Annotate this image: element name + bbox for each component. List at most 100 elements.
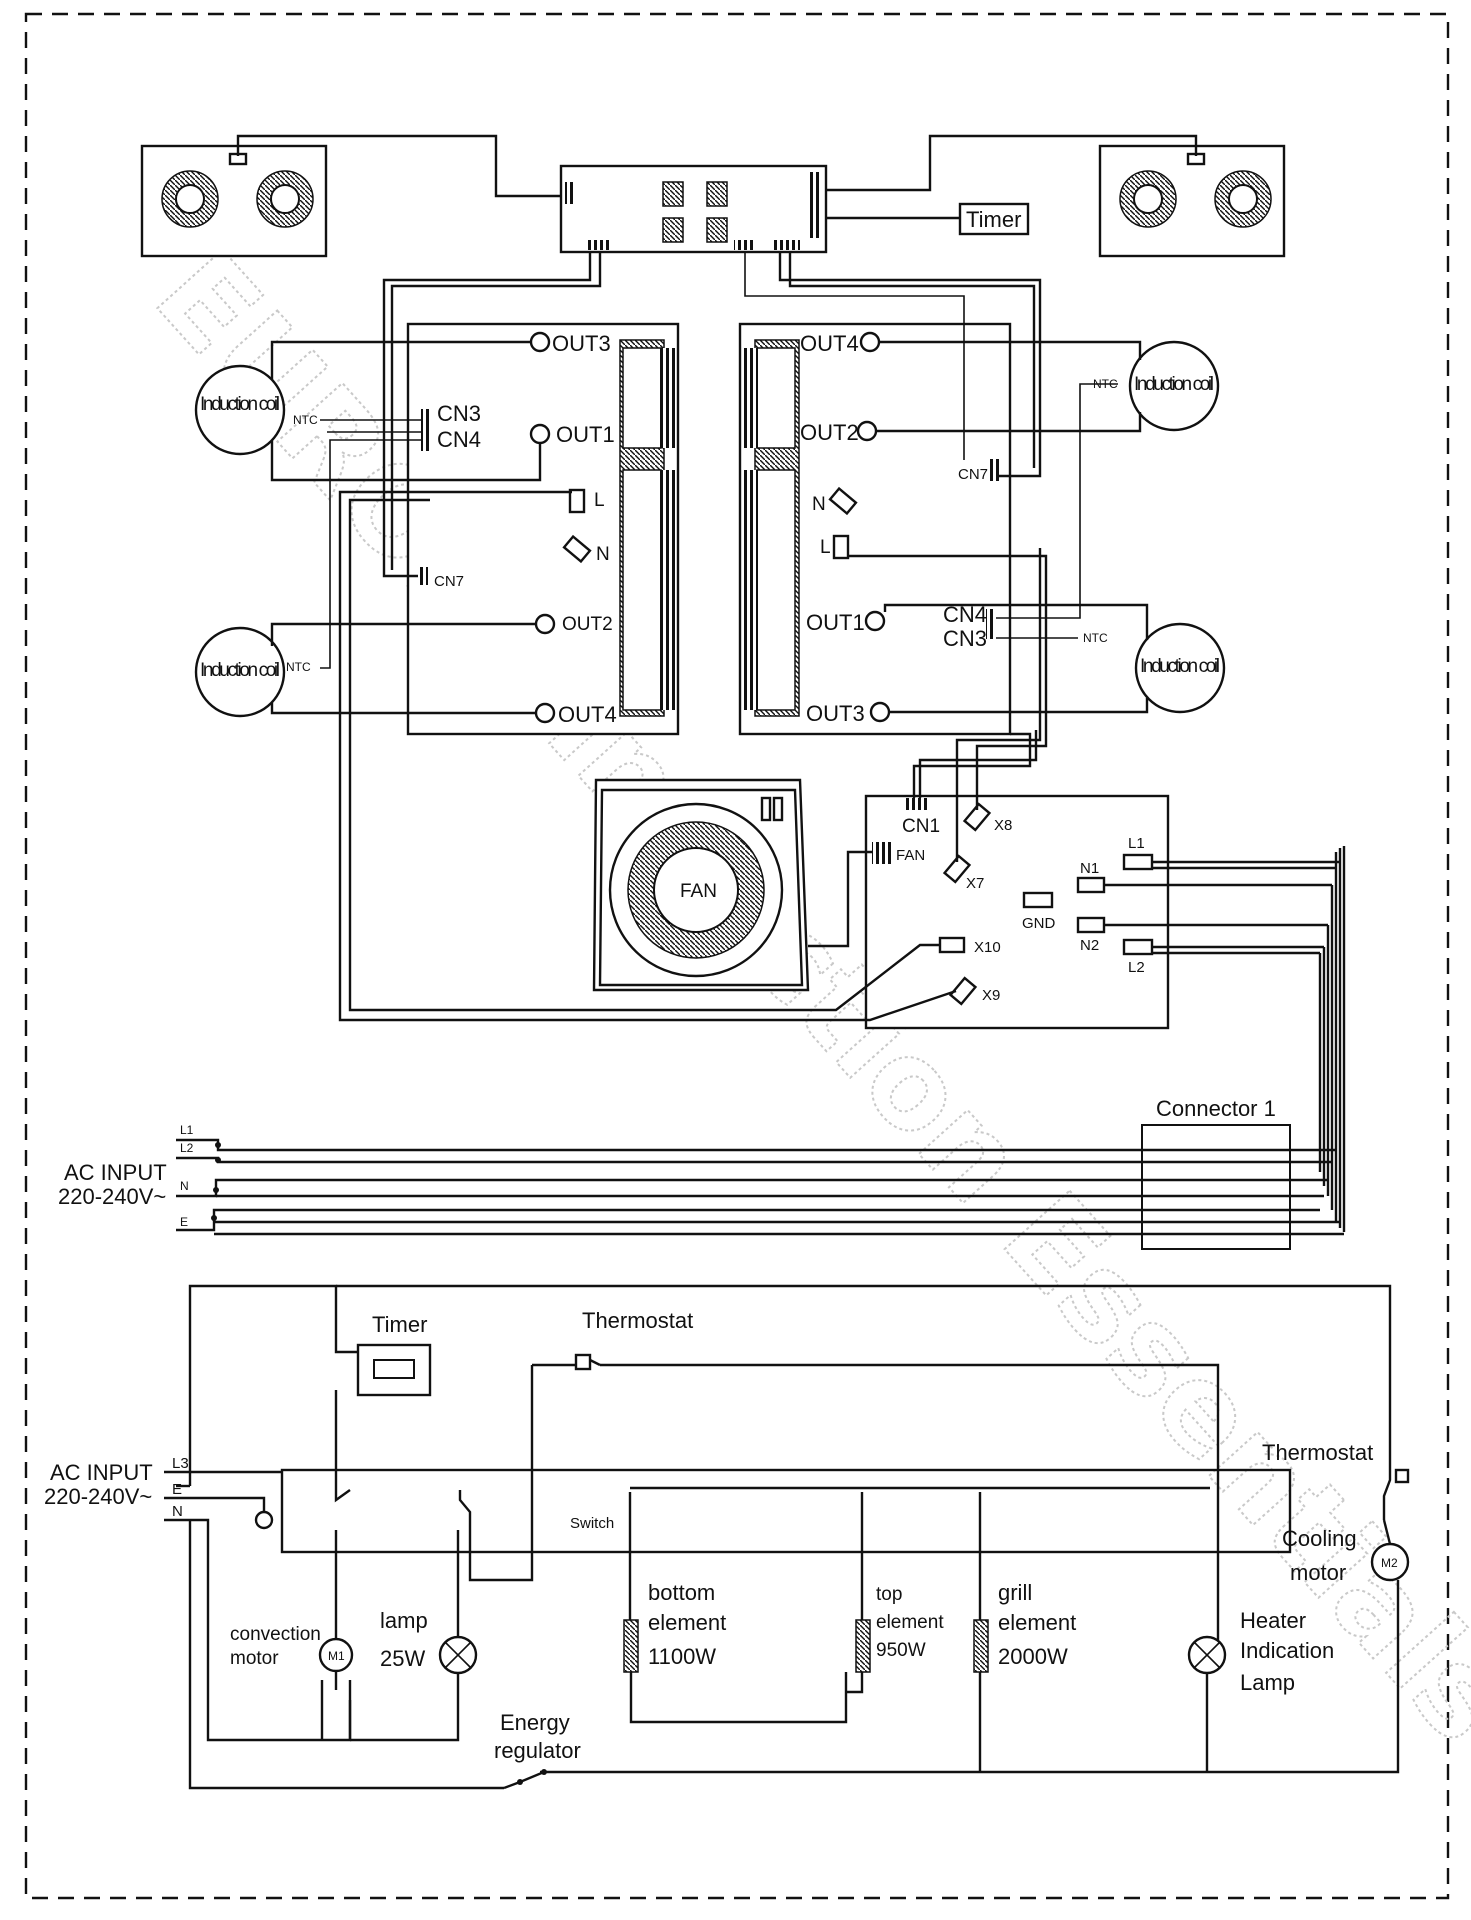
lower-ac-input: AC INPUT 220-240V~ L3 E N <box>44 1455 189 1520</box>
svg-text:X8: X8 <box>994 817 1012 834</box>
connector-1: Connector 1 <box>1141 1096 1291 1250</box>
upper-timer-label: Timer <box>966 207 1021 232</box>
convection-motor: M1 convection motor <box>230 1624 354 1673</box>
svg-text:Indication: Indication <box>1240 1638 1334 1663</box>
thermostat-right: Thermostat <box>1262 1440 1410 1520</box>
svg-text:X7: X7 <box>966 875 984 892</box>
svg-text:N2: N2 <box>1080 937 1099 954</box>
right-out2-terminal <box>856 420 878 442</box>
svg-text:element: element <box>876 1612 944 1633</box>
svg-text:OUT4: OUT4 <box>800 331 859 356</box>
svg-text:Timer: Timer <box>372 1312 427 1337</box>
svg-text:CN1: CN1 <box>902 816 940 837</box>
svg-text:Energy: Energy <box>500 1710 570 1735</box>
svg-text:L3: L3 <box>172 1455 189 1472</box>
svg-text:X10: X10 <box>974 939 1001 956</box>
svg-text:N: N <box>596 544 610 565</box>
svg-text:Switch: Switch <box>570 1515 614 1532</box>
svg-text:CN3: CN3 <box>437 401 481 426</box>
left-out2-terminal <box>534 613 556 635</box>
svg-text:Thermostat: Thermostat <box>1262 1440 1373 1465</box>
page-border <box>24 12 1450 1900</box>
svg-text:L: L <box>594 490 605 511</box>
lamp-25w: lamp 25W <box>380 1608 478 1675</box>
svg-text:Thermostat: Thermostat <box>582 1308 693 1333</box>
svg-text:CN4: CN4 <box>437 427 481 452</box>
svg-text:bottom: bottom <box>648 1580 715 1605</box>
cooktop-right <box>1098 144 1286 258</box>
svg-text:M1: M1 <box>328 1649 345 1663</box>
svg-text:grill: grill <box>998 1580 1032 1605</box>
svg-text:OUT1: OUT1 <box>806 610 865 635</box>
svg-text:E: E <box>180 1215 188 1229</box>
right-out1-terminal <box>864 610 886 632</box>
svg-text:2000W: 2000W <box>998 1644 1068 1669</box>
svg-text:GND: GND <box>1022 915 1056 932</box>
svg-text:L: L <box>820 537 831 558</box>
top-element: top element 950W <box>855 1584 944 1673</box>
energy-regulator: Energy regulator <box>494 1710 581 1790</box>
bottom-element: bottom element 1100W <box>623 1580 726 1673</box>
svg-text:L1: L1 <box>180 1123 194 1137</box>
cooling-motor: M2 Cooling motor <box>1282 1526 1410 1585</box>
upper-timer: Timer <box>958 202 1030 236</box>
svg-text:CN7: CN7 <box>958 466 988 483</box>
svg-text:top: top <box>876 1584 902 1605</box>
svg-text:element: element <box>998 1610 1076 1635</box>
svg-text:25W: 25W <box>380 1646 425 1671</box>
svg-text:FAN: FAN <box>896 847 925 864</box>
coil-bottom-left: Induction coil <box>194 626 286 718</box>
svg-text:element: element <box>648 1610 726 1635</box>
filter-board: CN1 X8 FAN X7 X10 X9 L1 N1 GND N2 L2 <box>864 794 1170 1030</box>
svg-text:AC INPUT: AC INPUT <box>64 1160 167 1185</box>
svg-text:AC INPUT: AC INPUT <box>50 1460 153 1485</box>
left-out4-terminal <box>534 702 556 724</box>
fan-label: FAN <box>680 881 717 902</box>
left-out3-terminal <box>529 331 551 353</box>
right-power-board: OUT4 OUT2 CN7 N L OUT1 CN4 CN3 OUT3 NTC … <box>738 322 1118 736</box>
svg-text:NTC: NTC <box>293 413 318 427</box>
svg-text:OUT2: OUT2 <box>562 614 613 635</box>
svg-text:OUT2: OUT2 <box>800 420 859 445</box>
svg-text:NTC: NTC <box>1083 631 1108 645</box>
svg-text:CN3: CN3 <box>943 626 987 651</box>
thermostat-top: Thermostat <box>532 1308 693 1371</box>
svg-text:M2: M2 <box>1381 1556 1398 1570</box>
svg-text:N: N <box>172 1503 183 1520</box>
lower-timer: Timer <box>356 1312 432 1397</box>
svg-text:NTC: NTC <box>286 660 311 674</box>
heater-indication-lamp: Heater Indication Lamp <box>1187 1608 1334 1695</box>
svg-text:Induction coil: Induction coil <box>200 394 280 415</box>
coil-bottom-right: Induction coil <box>1134 622 1226 714</box>
svg-text:Heater: Heater <box>1240 1608 1306 1633</box>
svg-text:N: N <box>180 1179 189 1193</box>
left-power-board: OUT3 CN3 CN4 OUT1 L N CN7 OUT2 OUT4 NTC … <box>286 322 680 736</box>
svg-text:OUT3: OUT3 <box>552 331 611 356</box>
svg-text:motor: motor <box>1290 1560 1346 1585</box>
right-out4-terminal <box>859 331 881 353</box>
svg-text:Induction coil: Induction coil <box>200 660 280 681</box>
svg-text:N: N <box>812 494 826 515</box>
svg-text:Lamp: Lamp <box>1240 1670 1295 1695</box>
grill-element: grill element 2000W <box>973 1580 1076 1673</box>
svg-text:OUT4: OUT4 <box>558 702 617 727</box>
coil-top-right: Induction coil <box>1128 340 1220 432</box>
svg-text:regulator: regulator <box>494 1738 581 1763</box>
upper-ac-input: AC INPUT 220-240V~ L1 L2 N E <box>58 1123 194 1229</box>
svg-text:motor: motor <box>230 1648 279 1669</box>
svg-text:convection: convection <box>230 1624 321 1645</box>
svg-text:Connector 1: Connector 1 <box>1156 1096 1276 1121</box>
svg-text:X9: X9 <box>982 987 1000 1004</box>
cooktop-left <box>140 144 328 258</box>
svg-text:Induction coil: Induction coil <box>1140 656 1220 677</box>
svg-text:220-240V~: 220-240V~ <box>44 1484 152 1509</box>
svg-text:L1: L1 <box>1128 835 1145 852</box>
left-out1-terminal <box>529 423 551 445</box>
control-board <box>559 164 828 254</box>
svg-text:Cooling: Cooling <box>1282 1526 1357 1551</box>
svg-text:N1: N1 <box>1080 860 1099 877</box>
svg-text:220-240V~: 220-240V~ <box>58 1184 166 1209</box>
right-out3-terminal <box>869 701 891 723</box>
svg-text:950W: 950W <box>876 1640 926 1661</box>
